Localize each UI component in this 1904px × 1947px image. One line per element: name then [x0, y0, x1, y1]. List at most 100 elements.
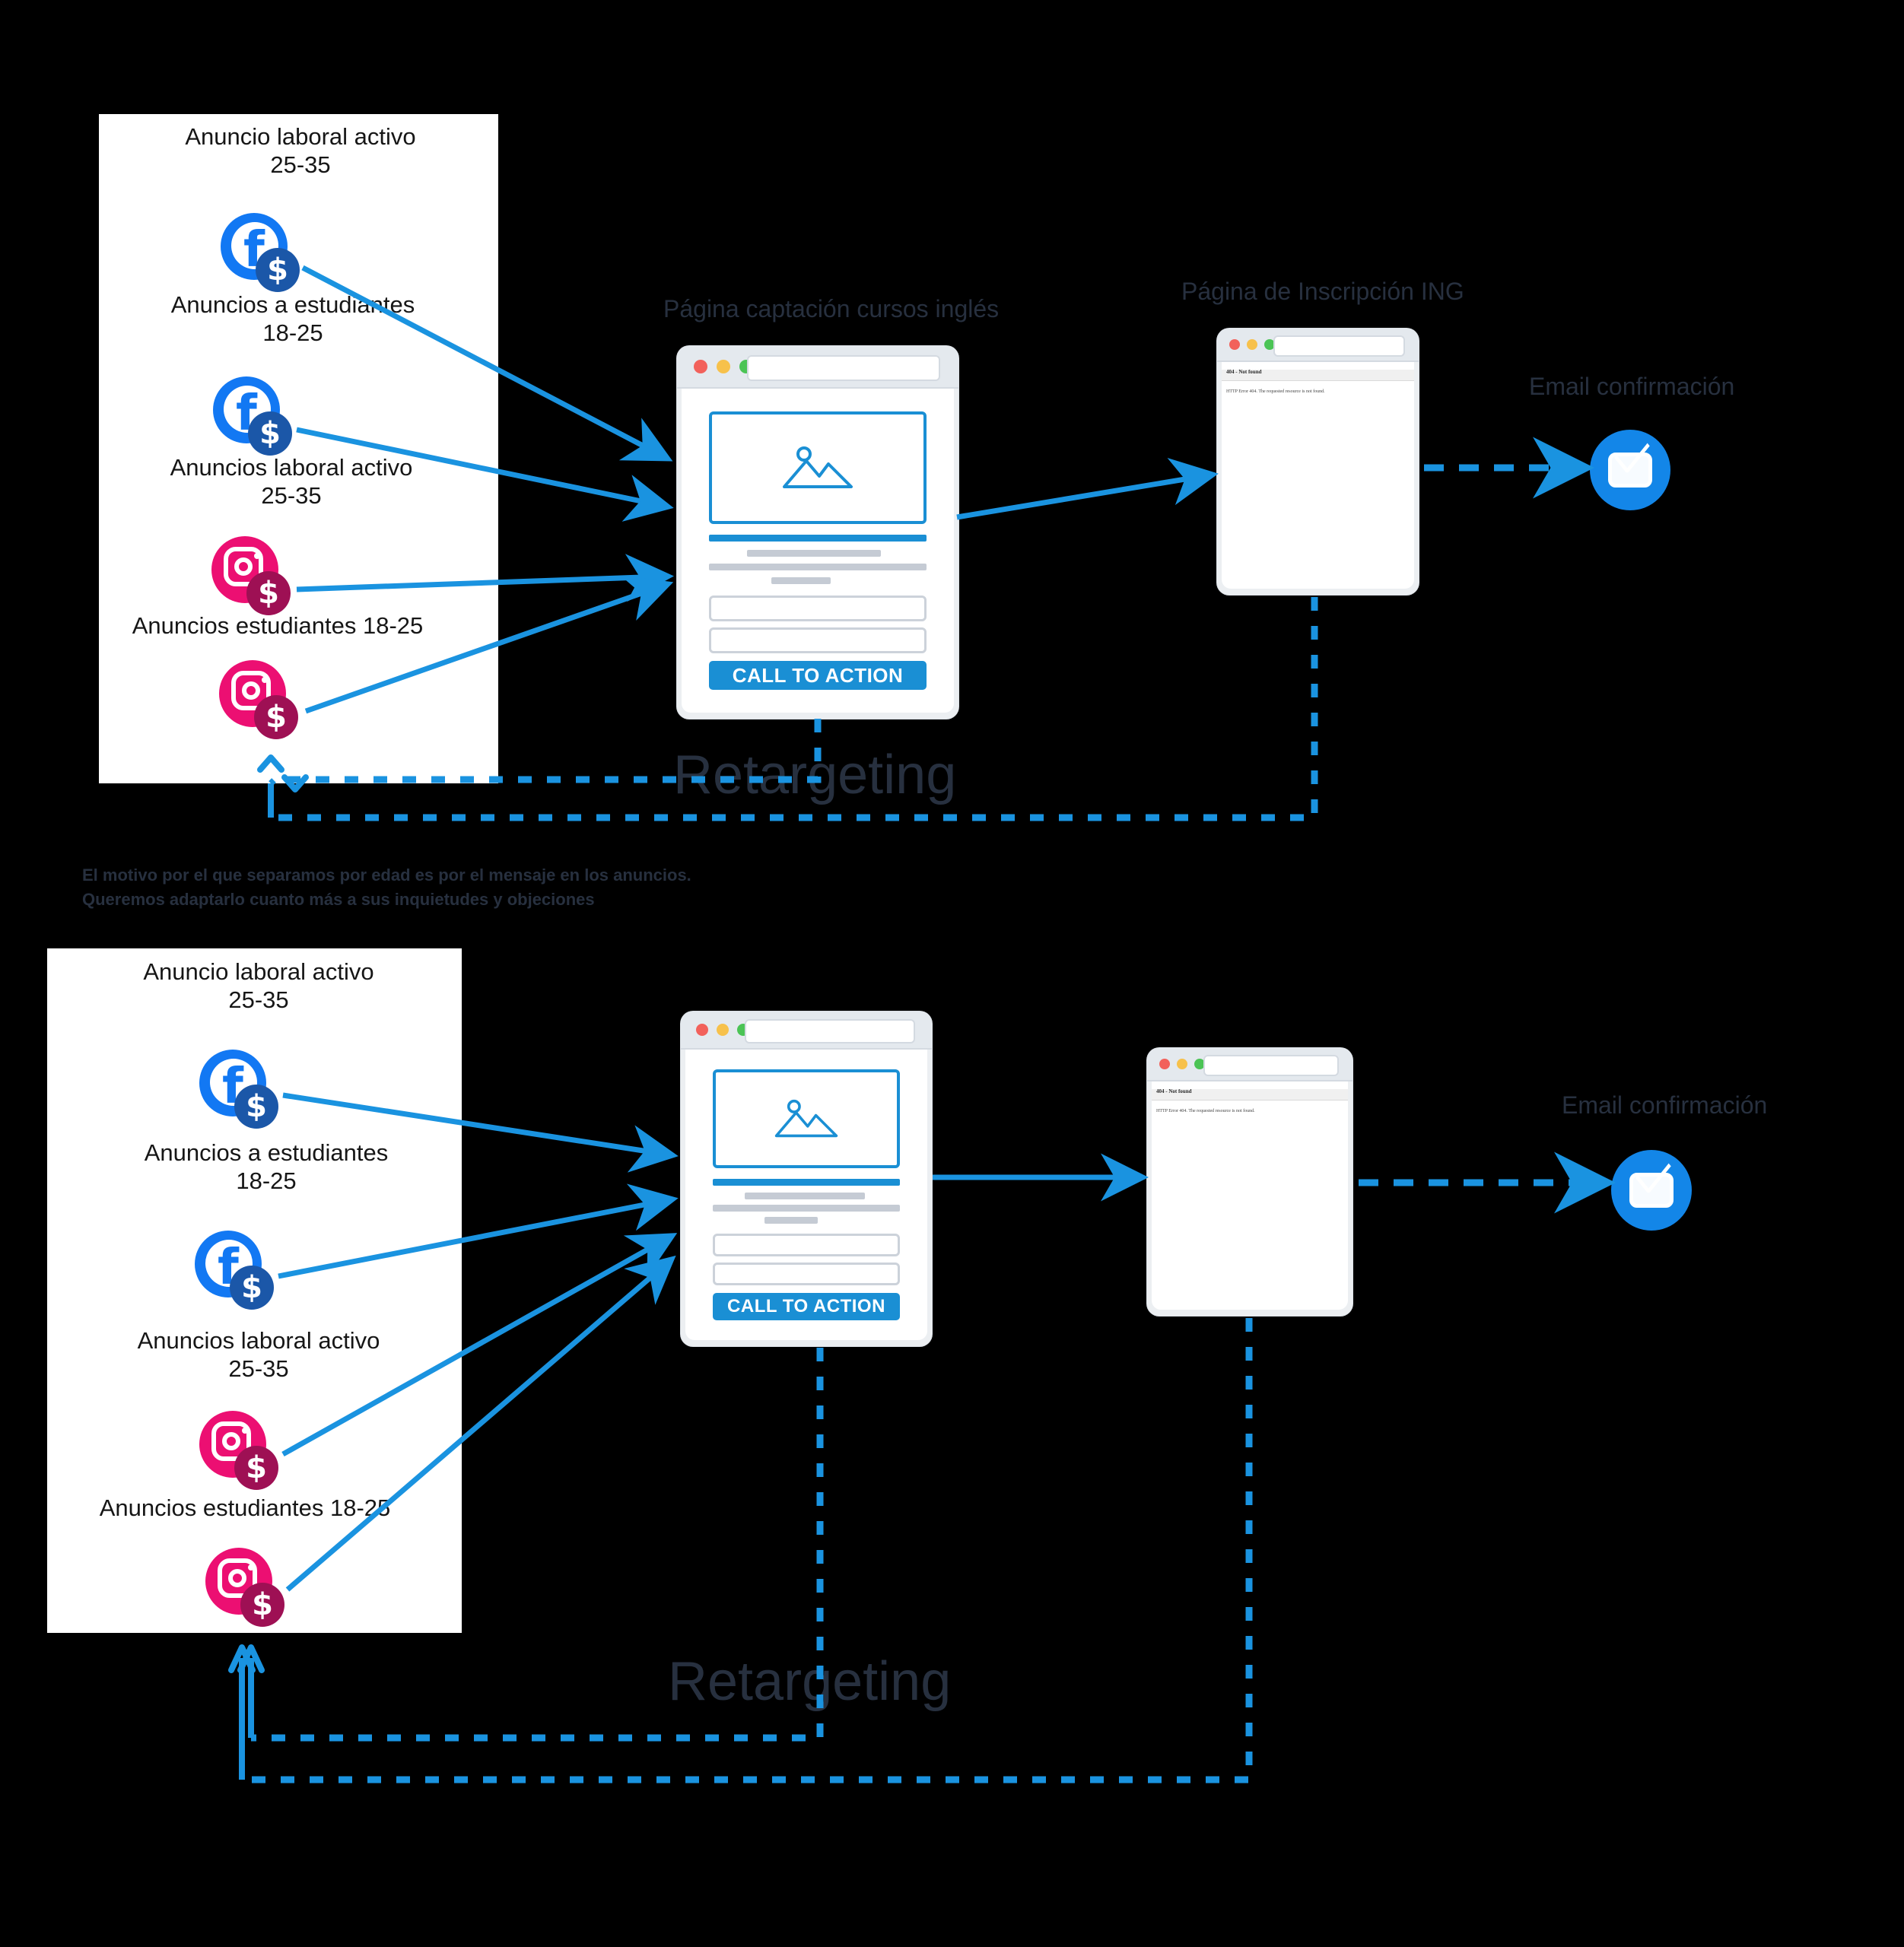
ad-label: Anuncios estudiantes 18-25 — [99, 1494, 391, 1521]
minimize-traffic-light-icon[interactable] — [1247, 339, 1257, 350]
facebook-ad-icon: f $ — [199, 1050, 278, 1129]
call-to-action-button[interactable]: CALL TO ACTION — [709, 661, 927, 690]
close-traffic-light-icon[interactable] — [694, 360, 707, 373]
instagram-ad-icon: $ — [211, 536, 291, 615]
browser-viewport: 404 - Not found HTTP Error 404. The requ… — [1152, 1081, 1348, 1310]
email-confirmation-icon — [1590, 430, 1670, 510]
signup-page-caption: Página de Inscripción ING — [1181, 278, 1464, 305]
url-input[interactable] — [1273, 335, 1405, 357]
instagram-dot — [248, 1564, 254, 1571]
instagram-ad-icon: $ — [199, 1411, 278, 1490]
headline-bar — [713, 1179, 900, 1186]
ad-label: Anuncio laboral activo 25-35 — [185, 123, 416, 178]
instagram-ad-icon: $ — [205, 1548, 284, 1627]
instagram-ad-icon: $ — [219, 660, 298, 739]
text-line — [764, 1217, 818, 1224]
dollar-badge-icon: $ — [234, 1085, 278, 1129]
text-line — [745, 1193, 865, 1199]
minimize-traffic-light-icon[interactable] — [1177, 1059, 1187, 1069]
ad-label: Anuncio laboral activo 25-35 — [143, 958, 374, 1013]
ad-label: Anuncios laboral activo 25-35 — [137, 1327, 380, 1382]
explanatory-note: El motivo por el que separamos por edad … — [82, 866, 691, 909]
image-placeholder-icon — [783, 446, 853, 488]
ad-label: Anuncios a estudiantes 18-25 — [170, 291, 415, 346]
form-field[interactable] — [709, 627, 927, 653]
landing-page-browser[interactable]: CALL TO ACTION — [681, 1012, 932, 1346]
dollar-badge-icon: $ — [234, 1446, 278, 1490]
error-page-header — [1222, 370, 1414, 381]
instagram-dot — [254, 553, 260, 559]
form-field[interactable] — [713, 1263, 900, 1285]
facebook-ad-icon: f $ — [195, 1231, 274, 1310]
arrow-landing-to-signup — [956, 457, 1219, 520]
envelope-icon — [1608, 453, 1652, 488]
instagram-camera-outline — [224, 547, 263, 586]
facebook-ad-icon: f $ — [221, 213, 300, 292]
call-to-action-button[interactable]: CALL TO ACTION — [713, 1293, 900, 1320]
maximize-traffic-light-icon[interactable] — [1264, 339, 1275, 350]
form-field[interactable] — [713, 1234, 900, 1256]
browser-titlebar — [1217, 329, 1419, 362]
email-caption: Email confirmación — [1562, 1091, 1768, 1119]
traffic-lights — [696, 1024, 749, 1036]
hero-image-placeholder — [709, 411, 927, 524]
close-traffic-light-icon[interactable] — [1159, 1059, 1170, 1069]
browser-viewport: CALL TO ACTION — [682, 389, 954, 713]
instagram-lens — [234, 557, 253, 576]
browser-viewport: 404 - Not found HTTP Error 404. The requ… — [1222, 362, 1414, 589]
headline-bar — [709, 535, 927, 542]
dollar-badge-icon: $ — [248, 411, 292, 456]
ad-label: Anuncios estudiantes 18-25 — [132, 612, 424, 639]
close-traffic-light-icon[interactable] — [696, 1024, 708, 1036]
image-placeholder-icon — [774, 1099, 838, 1138]
instagram-lens — [222, 1432, 240, 1450]
traffic-lights — [1159, 1059, 1205, 1069]
retargeting-label: Retargeting — [668, 1651, 952, 1712]
error-body: HTTP Error 404. The requested resource i… — [1156, 1109, 1255, 1113]
browser-titlebar — [1147, 1048, 1353, 1081]
ad-label: Anuncios laboral activo 25-35 — [170, 454, 413, 509]
signup-page-browser[interactable]: 404 - Not found HTTP Error 404. The requ… — [1147, 1048, 1353, 1316]
instagram-dot — [242, 1428, 248, 1434]
text-line — [771, 577, 831, 584]
email-confirmation-icon — [1611, 1150, 1692, 1231]
dollar-badge-icon: $ — [254, 695, 298, 739]
error-title: 404 - Not found — [1226, 369, 1262, 375]
browser-titlebar — [677, 346, 958, 389]
url-input[interactable] — [1203, 1055, 1339, 1076]
maximize-traffic-light-icon[interactable] — [1194, 1059, 1205, 1069]
retargeting-return-arrow-bottom — [228, 1644, 265, 1780]
landing-page-browser[interactable]: CALL TO ACTION — [677, 346, 958, 719]
text-line — [713, 1205, 900, 1212]
instagram-lens — [242, 681, 260, 700]
landing-page-caption: Página captación cursos inglés — [663, 295, 1000, 322]
form-field[interactable] — [709, 596, 927, 621]
dollar-badge-icon: $ — [256, 248, 300, 292]
email-caption: Email confirmación — [1529, 373, 1735, 400]
hero-image-placeholder — [713, 1069, 900, 1168]
error-page-header — [1152, 1089, 1348, 1101]
traffic-lights — [694, 360, 753, 373]
traffic-lights — [1229, 339, 1275, 350]
instagram-lens — [228, 1569, 246, 1587]
facebook-ad-icon: f $ — [213, 376, 292, 456]
url-input[interactable] — [747, 355, 940, 381]
browser-titlebar — [681, 1012, 932, 1050]
retargeting-label: Retargeting — [673, 745, 957, 805]
error-body: HTTP Error 404. The requested resource i… — [1226, 389, 1325, 394]
dollar-badge-icon: $ — [240, 1583, 284, 1627]
browser-viewport: CALL TO ACTION — [685, 1050, 927, 1340]
dollar-badge-icon: $ — [230, 1266, 274, 1310]
envelope-icon — [1629, 1173, 1674, 1208]
instagram-camera-outline — [231, 671, 271, 710]
signup-page-browser[interactable]: 404 - Not found HTTP Error 404. The requ… — [1217, 329, 1419, 595]
dollar-badge-icon: $ — [246, 571, 291, 615]
ad-label: Anuncios a estudiantes 18-25 — [144, 1139, 389, 1194]
url-input[interactable] — [745, 1019, 915, 1043]
error-title: 404 - Not found — [1156, 1088, 1192, 1094]
text-line — [709, 564, 927, 570]
minimize-traffic-light-icon[interactable] — [717, 1024, 729, 1036]
minimize-traffic-light-icon[interactable] — [717, 360, 730, 373]
close-traffic-light-icon[interactable] — [1229, 339, 1240, 350]
